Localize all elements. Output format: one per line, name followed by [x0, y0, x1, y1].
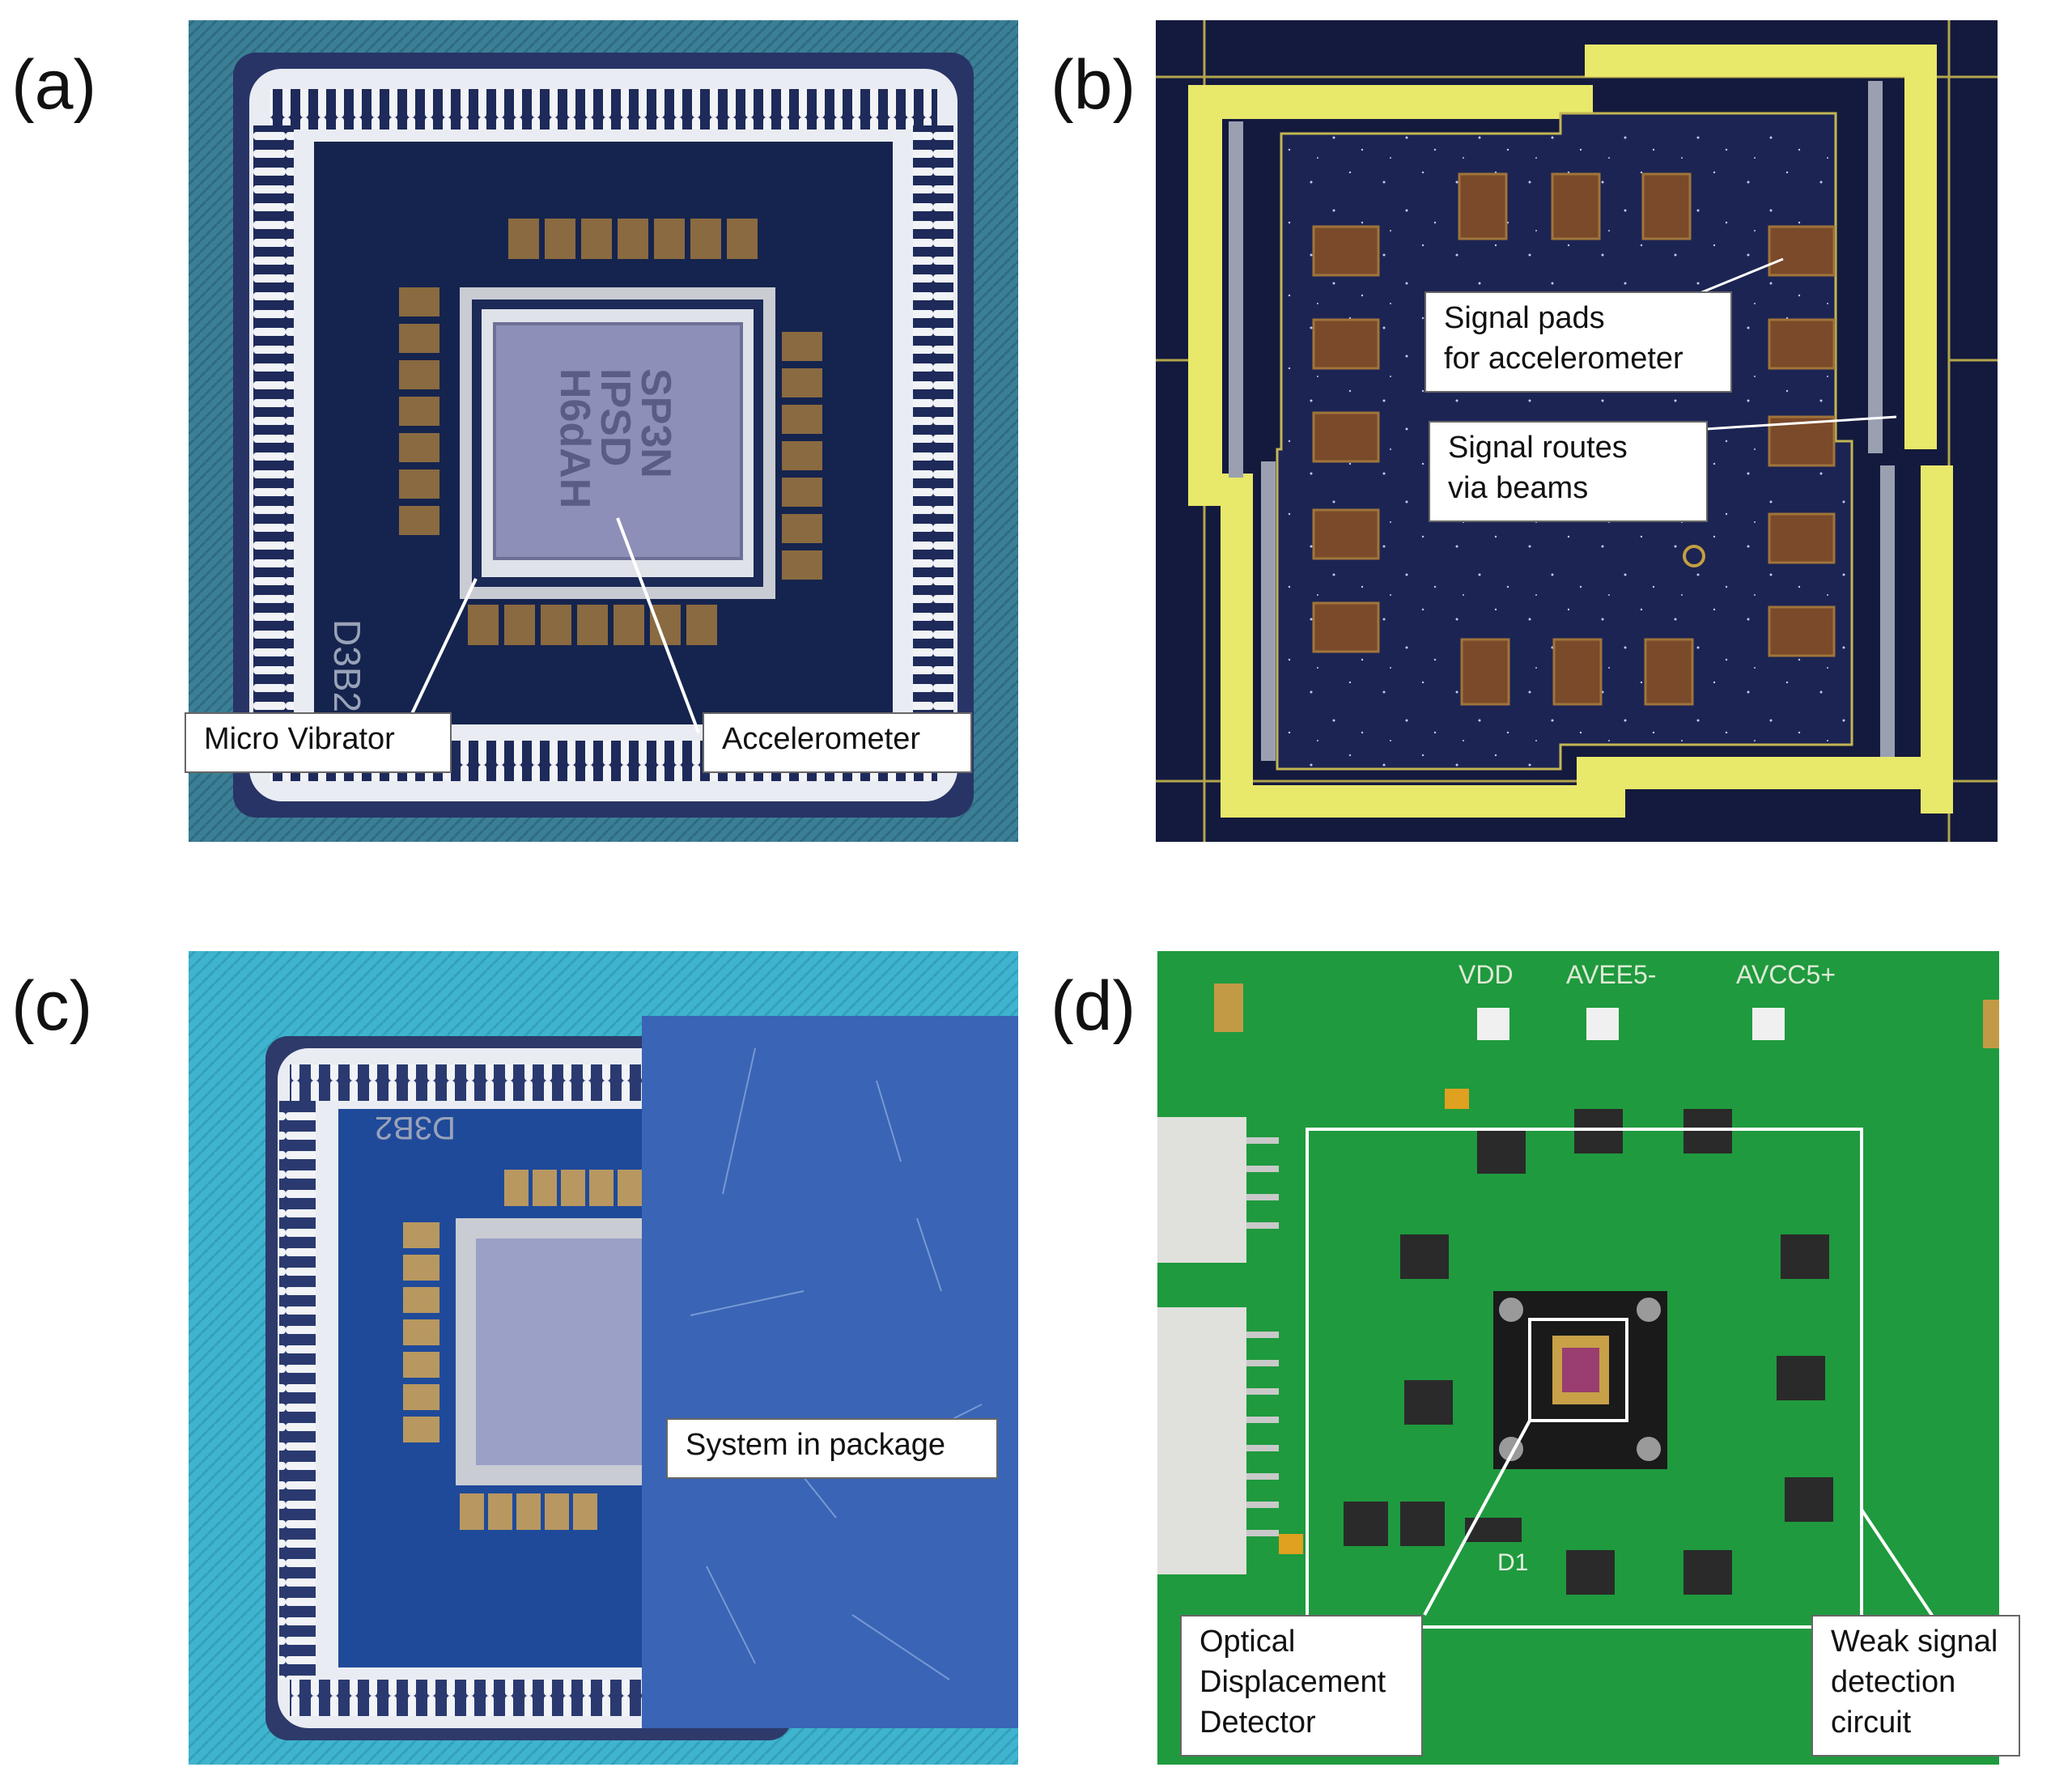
- panel-c-photo: D3B2: [189, 951, 1018, 1765]
- callout-accelerometer: Accelerometer: [703, 712, 972, 773]
- callout-system-in-package: System in package: [666, 1418, 998, 1479]
- callout-signal-pads: Signal pads for accelerometer: [1424, 291, 1732, 393]
- panel-label-d: (d): [1051, 967, 1136, 1045]
- callout-signal-routes: Signal routes via beams: [1429, 421, 1708, 522]
- svg-text:H6dAH: H6dAH: [551, 368, 598, 508]
- panel-label-a: (a): [11, 46, 97, 124]
- label-avee5: AVEE5-: [1566, 960, 1656, 989]
- callout-optical-displacement-detector: Optical Displacement Detector: [1180, 1615, 1423, 1757]
- panel-label-b: (b): [1051, 46, 1136, 124]
- callout-weak-signal-detection: Weak signal detection circuit: [1811, 1615, 2020, 1757]
- die-marking-c: D3B2: [375, 1110, 456, 1145]
- panel-a-photo: SP3N IPSD H6dAH D3B2: [189, 20, 1018, 842]
- label-avcc5: AVCC5+: [1736, 960, 1836, 989]
- svg-text:IPSD: IPSD: [592, 368, 639, 466]
- svg-text:SP3N: SP3N: [632, 368, 679, 478]
- label-d1: D1: [1497, 1549, 1528, 1576]
- panel-b-photo: [1156, 20, 1998, 842]
- label-vdd: VDD: [1458, 960, 1514, 989]
- die-marking: D3B2: [326, 619, 368, 712]
- panel-label-c: (c): [11, 967, 93, 1045]
- callout-micro-vibrator: Micro Vibrator: [185, 712, 452, 773]
